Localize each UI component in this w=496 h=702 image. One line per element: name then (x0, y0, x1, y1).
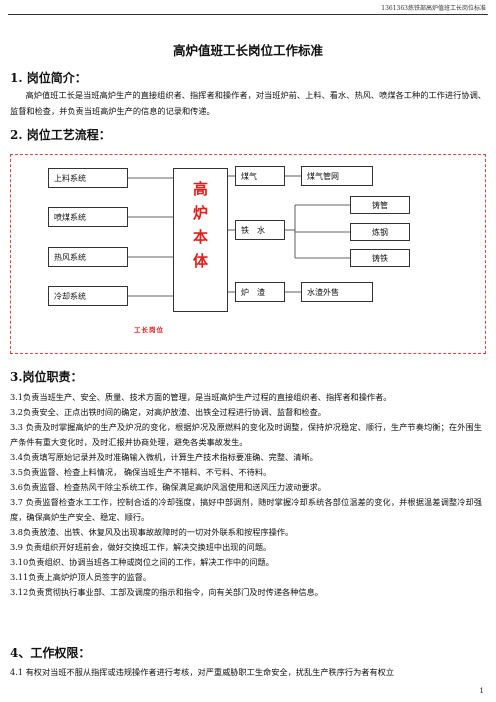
duty-item: 3.2负责安全、正点出铁时间的确定，对高炉放渣、出铁全过程进行协调、监督和检查。 (10, 407, 326, 417)
furnace-char: 本 (192, 228, 208, 246)
duty-item: 3.12负责贯彻执行事业部、工部及调度的指示和指令，向有关部门及时传递各种信息。 (10, 587, 323, 597)
input-label: 冷却系统 (54, 291, 86, 301)
input-box-coal-injection: 喷煤系统 (48, 207, 128, 227)
permission-item: 4.1 有权对当班不服从指挥或违规操作者进行考核，对严重威胁职工生命安全，扰乱生… (10, 667, 395, 677)
furnace-char: 体 (192, 252, 208, 270)
input-label: 上料系统 (54, 173, 86, 183)
duties-list: 3.1负责当班生产、安全、质量、技术方面的管理，是当班高炉生产过程的直接组织者、… (10, 390, 482, 600)
dest-box-steelmaking: 炼钢 (350, 223, 410, 241)
duty-item: 3.11负责上高炉炉顶人员签字的监督。 (10, 572, 152, 582)
process-flow-diagram: 上料系统 喷煤系统 热风系统 冷却系统 高 炉 本 体 煤气 铁 水 炉 渣 煤… (10, 154, 486, 354)
input-box-hot-blast: 热风系统 (48, 247, 128, 267)
output-box-slag: 炉 渣 (235, 282, 285, 302)
section-2-heading: 2. 岗位工艺流程： (10, 128, 111, 142)
input-box-cooling: 冷却系统 (48, 286, 128, 306)
diagram-frame (10, 154, 486, 354)
input-label: 热风系统 (54, 252, 86, 262)
post-stamp: 工长岗位 (134, 326, 164, 334)
duty-item: 3.1负责当班生产、安全、质量、技术方面的管理，是当班高炉生产过程的直接组织者、… (10, 392, 392, 402)
output-label: 炉 渣 (241, 287, 265, 297)
duty-item: 3.8负责放渣、出铁、休复风及出现事故故障时的一切对外联系和按程序操作。 (10, 527, 294, 537)
dest-label: 铸管 (372, 200, 388, 210)
dest-box-casting-pipe: 铸管 (350, 196, 410, 214)
furnace-body: 高 炉 本 体 (173, 168, 228, 312)
dest-box-gas-network: 煤气管网 (301, 166, 373, 186)
output-label: 煤气 (241, 171, 257, 181)
dest-label: 炼钢 (372, 227, 388, 237)
page-title: 高炉值班工长岗位工作标准 (172, 43, 323, 58)
duty-item: 3.7 负责监督检查水工工作，控制合适的冷却强度，搞好中部调剂，随时掌握冷却系统… (10, 497, 482, 522)
section-4-heading: 4、工作权限： (10, 646, 91, 660)
output-box-gas: 煤气 (235, 166, 285, 186)
section-3-heading: 3.岗位职责： (10, 370, 83, 384)
dest-box-pig-iron: 铸铁 (350, 249, 410, 267)
section-1-text: 高炉值班工长是当班高炉生产的直接组织者、指挥者和操作者，对当班炉前、上料、看水、… (10, 90, 486, 116)
duty-item: 3.6负责监督、检查热风干除尘系统工作，确保满足高炉风温使用和送风压力波动要求。 (10, 482, 326, 492)
dest-label: 铸铁 (372, 253, 388, 263)
input-box-charging: 上料系统 (48, 168, 128, 188)
input-label: 喷煤系统 (54, 212, 86, 222)
running-header: 1361363炼铁部高炉值班工长岗位标准 (381, 5, 486, 12)
page-number: 1 (479, 687, 484, 695)
furnace-char: 高 (192, 180, 208, 198)
dest-box-water-slag-sale: 水渣外售 (301, 282, 373, 302)
duty-item: 3.9 负责组织开好班前会，做好交换班工作，解决交换班中出现的问题。 (10, 542, 272, 552)
duty-item: 3.5负责监督、检查上料情况， 确保当班生产不错料、不亏料、不待料。 (10, 467, 272, 477)
dest-label: 煤气管网 (307, 171, 339, 181)
furnace-char: 炉 (192, 204, 208, 222)
section-1-heading: 1. 岗位简介： (10, 71, 87, 85)
flow-connectors (128, 175, 350, 297)
output-box-hot-metal: 铁 水 (235, 220, 285, 240)
duty-item: 3.3 负责及时掌握高炉的生产及炉况的变化，根据炉况及原燃料的变化及时调整，保持… (10, 422, 482, 447)
output-label: 铁 水 (241, 225, 265, 235)
header-rule (8, 14, 488, 15)
duty-item: 3.4负责填写原始记录并及时准确输入微机，计算生产技术指标要准确、完整、清晰。 (10, 452, 318, 462)
dest-label: 水渣外售 (307, 287, 339, 297)
duty-item: 3.10负责组织、协调当班各工种或岗位之间的工作，解决工作中的问题。 (10, 557, 274, 567)
furnace-label: 高 炉 本 体 (174, 177, 227, 273)
